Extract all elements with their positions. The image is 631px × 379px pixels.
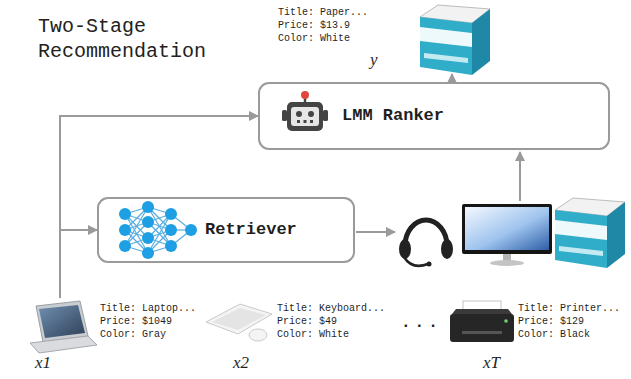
robot-icon	[296, 111, 302, 117]
item-attribute: Price: $49	[277, 315, 337, 328]
flow-arrow	[60, 116, 258, 298]
copy-paper-picture	[559, 246, 603, 256]
printer-picture	[450, 301, 514, 342]
network-units	[119, 201, 197, 259]
network-units	[119, 208, 131, 220]
robot-icon	[308, 111, 314, 117]
headset-picture	[405, 220, 447, 246]
flow-arrow	[451, 74, 453, 82]
copy-paper-picture	[420, 27, 472, 47]
laptop-picture	[39, 305, 85, 338]
monitor-picture	[490, 260, 524, 266]
network-links	[125, 207, 191, 253]
variable-label: xT	[483, 353, 500, 373]
retriever-box: Retriever	[97, 197, 355, 263]
box-title: LMM Ranker	[342, 104, 444, 128]
printer-picture	[450, 314, 514, 342]
copy-paper-picture	[472, 9, 490, 75]
item-attribute: Color: Black	[518, 328, 590, 341]
printer-picture	[452, 309, 512, 314]
input-item: Title: Laptop...Price: $1049Color: Gray x…	[22, 298, 202, 376]
copy-paper-picture	[555, 220, 607, 240]
robot-icon	[297, 120, 300, 123]
item-attribute: Title: Paper...	[278, 6, 368, 19]
item-attribute: Title: Keyboard...	[277, 302, 385, 315]
robot-icon	[304, 120, 307, 123]
keyboard-picture	[212, 308, 266, 330]
laptop-picture	[30, 301, 97, 353]
network-units	[165, 208, 177, 220]
robot-icon	[323, 110, 328, 121]
variable-label: x1	[35, 353, 51, 373]
printer-picture	[504, 319, 508, 323]
ranker-box: LMM Ranker	[258, 82, 610, 150]
laptop-picture	[30, 336, 97, 353]
item-attribute: Title: Printer...	[518, 302, 620, 315]
item-attribute: Color: White	[278, 32, 350, 45]
laptop-picture	[36, 301, 88, 342]
robot-icon	[282, 91, 328, 131]
candidate-arrow	[356, 231, 395, 233]
copy-paper-picture	[420, 17, 472, 75]
network-units	[165, 224, 177, 236]
headset-picture	[399, 239, 411, 259]
headset-picture	[441, 239, 453, 259]
item-attribute: Title: Laptop...	[100, 302, 196, 315]
headset-picture	[399, 220, 453, 267]
neural-network-icon	[119, 201, 197, 259]
network-units	[142, 247, 154, 259]
monitor-picture	[462, 204, 552, 266]
item-attribute: Price: $1049	[100, 315, 172, 328]
monitor-picture	[462, 204, 552, 254]
item-attribute: Color: Gray	[100, 328, 166, 341]
copy-paper-picture	[607, 202, 625, 268]
variable-label: x2	[233, 353, 249, 373]
copy-paper-picture	[555, 210, 607, 268]
printer-picture	[462, 331, 502, 334]
robot-icon	[282, 110, 287, 121]
input-item: Title: Printer...Price: $129Color: Black…	[440, 298, 626, 376]
flow-arrow	[60, 230, 97, 298]
network-units	[142, 216, 154, 228]
box-title: Retriever	[205, 218, 297, 242]
headset-picture	[404, 257, 428, 266]
robot-icon	[291, 107, 319, 126]
copy-paper-picture	[420, 5, 490, 75]
robot-icon	[310, 120, 313, 123]
network-units	[119, 224, 131, 236]
network-units	[142, 232, 154, 244]
item-attribute: Color: White	[277, 328, 349, 341]
output-item: Title: Paper...Price: $13.9Color: White y	[272, 2, 494, 74]
network-units	[185, 224, 197, 236]
network-units	[119, 240, 131, 252]
candidate-arrow	[519, 152, 521, 201]
monitor-picture	[465, 207, 549, 250]
item-attribute: Price: $13.9	[278, 19, 350, 32]
keyboard-picture	[206, 304, 272, 341]
keyboard-picture	[249, 329, 267, 341]
network-units	[165, 240, 177, 252]
ellipsis-label: ...	[401, 314, 442, 332]
network-units	[142, 201, 154, 213]
diagram-title: Two-Stage Recommendation	[38, 14, 223, 64]
copy-paper-picture	[424, 53, 468, 63]
robot-icon	[301, 91, 309, 99]
robot-icon	[287, 102, 323, 131]
copy-paper-picture	[555, 198, 625, 268]
variable-label: y	[370, 50, 378, 70]
headset-picture	[427, 262, 432, 267]
item-attribute: Price: $129	[518, 315, 584, 328]
input-item: Title: Keyboard...Price: $49Color: White…	[200, 298, 390, 376]
